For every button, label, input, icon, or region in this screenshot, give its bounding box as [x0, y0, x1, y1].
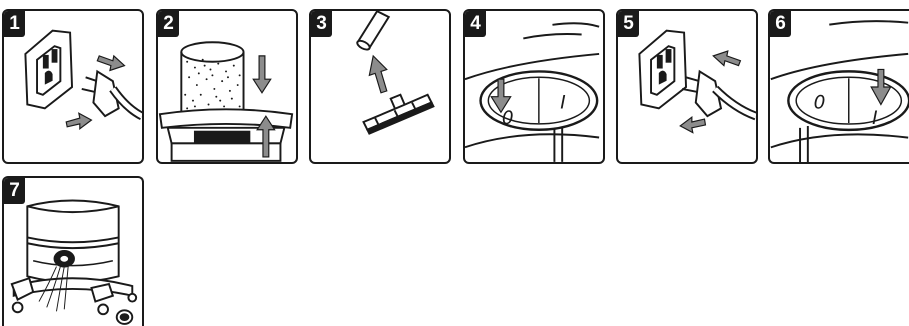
- step-number: 6: [770, 11, 791, 37]
- wall-outlet-icon: [639, 31, 686, 109]
- motor-head-icon: [160, 109, 292, 161]
- step-number: 3: [311, 11, 332, 37]
- switch-on-label: I: [872, 108, 877, 129]
- step-2-panel: 2: [156, 9, 298, 164]
- step-4-panel: 4 0 I: [463, 9, 605, 164]
- step-number: 2: [158, 11, 179, 37]
- switch-on-label: I: [560, 92, 565, 113]
- wand-tube-icon: [356, 11, 389, 51]
- power-switch-icon: 0 I: [788, 71, 909, 129]
- switch-off-label: 0: [814, 92, 826, 113]
- step-5-panel: 5: [616, 9, 758, 164]
- switch-off-label: 0: [502, 108, 514, 129]
- floor-nozzle-icon: [363, 95, 433, 134]
- plug-icon: [682, 71, 756, 116]
- step-1-panel: 1: [2, 9, 144, 164]
- attach-arrow-icon: [369, 56, 386, 93]
- vacuum-tank-icon: [14, 200, 133, 295]
- step-number: 4: [465, 11, 486, 37]
- wall-outlet-icon: [25, 31, 72, 109]
- step-number: 1: [4, 11, 25, 37]
- plug-icon: [82, 71, 142, 116]
- step-3-panel: 3: [309, 9, 451, 164]
- step-7-panel: 7: [2, 176, 144, 326]
- step-number: 5: [618, 11, 639, 37]
- step-number: 7: [4, 178, 25, 204]
- filter-cartridge-icon: [181, 42, 243, 112]
- step-6-panel: 6 0 I: [768, 9, 909, 164]
